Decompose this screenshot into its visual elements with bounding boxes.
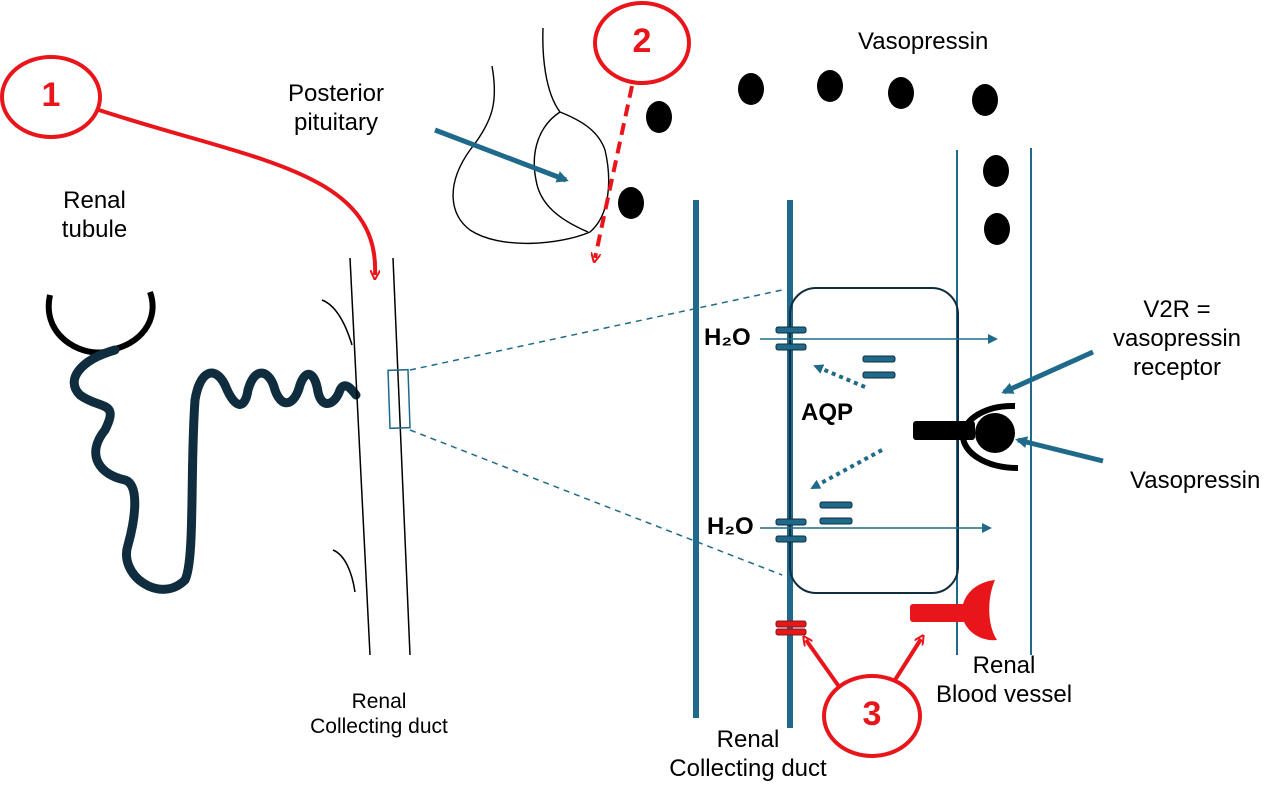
aqp-insertion-arrow-top — [813, 364, 866, 389]
vasopressin-pointer-arrow — [1015, 436, 1104, 464]
renal-collecting-duct-large-label: Renal Collecting duct — [650, 726, 846, 784]
renal-collecting-duct-large-line1: Renal — [716, 726, 780, 753]
marker-1-circle — [0, 55, 102, 139]
marker-2-circle — [593, 1, 691, 85]
renal-collecting-duct-small-line1: Renal — [351, 690, 407, 713]
marker-3-circle — [822, 674, 922, 758]
zoom-region-box — [387, 368, 411, 430]
renal-collecting-duct-large-line2: Collecting duct — [669, 754, 827, 782]
posterior-pituitary-label: Posterior pituitary — [286, 80, 386, 138]
renal-tubule-label: Renal tubule — [52, 187, 137, 245]
bowman-capsule — [45, 290, 156, 356]
mutant-receptor-cup — [962, 580, 997, 641]
small-collecting-duct — [321, 257, 411, 656]
h2o-bottom-label: H₂O — [707, 513, 754, 540]
principal-cell — [789, 287, 959, 594]
posterior-pituitary-line1: Posterior — [287, 80, 385, 107]
vasopressin-right-label: Vasopressin — [1130, 467, 1261, 494]
renal-blood-vessel-line1: Renal — [972, 652, 1036, 679]
aqp-insertion-arrow-bottom — [810, 448, 883, 490]
v2r-label: V2R = vasopressin receptor — [1096, 296, 1258, 382]
posterior-pituitary-line2: pituitary — [293, 108, 379, 136]
v2r-pointer-arrow — [1001, 349, 1095, 395]
renal-blood-vessel-label: Renal Blood vessel — [924, 652, 1084, 710]
marker-3-number: 3 — [862, 695, 882, 733]
mutant-receptor-stem — [910, 604, 966, 622]
v2r-line3: receptor — [1132, 353, 1222, 381]
zoom-line-top — [409, 289, 783, 371]
pituitary-pointer-arrow — [434, 127, 569, 183]
v2r-line1: V2R = — [1143, 296, 1211, 323]
vasopressin-bound — [975, 413, 1015, 453]
h2o-top-label: H₂O — [704, 324, 751, 351]
renal-tubule — [69, 345, 361, 594]
vasopressin-dots — [618, 70, 1010, 245]
marker-1-arrow — [98, 108, 375, 275]
marker-2-dashed-arrow — [595, 85, 634, 258]
marker-3-arrow-left — [806, 640, 842, 690]
v2r-receptor-stem — [913, 421, 975, 440]
marker-3-arrow-right — [893, 639, 921, 682]
v2r-line2: vasopressin — [1112, 324, 1242, 352]
aquaporin-vesicles — [819, 355, 896, 525]
large-collecting-duct-walls — [693, 200, 793, 728]
zoom-line-bottom — [409, 429, 783, 576]
renal-blood-vessel-line2: Blood vessel — [935, 680, 1073, 708]
renal-tubule-line2: tubule — [61, 215, 128, 243]
renal-tubule-line1: Renal — [63, 187, 126, 214]
vasopressin-top-label: Vasopressin — [858, 28, 989, 55]
pituitary-outline — [452, 27, 610, 245]
mutant-aquaporin — [775, 620, 807, 636]
marker-2-number: 2 — [632, 22, 652, 60]
v2r-receptor-cup — [959, 402, 1019, 471]
aqp-label: AQP — [801, 399, 854, 426]
renal-collecting-duct-small-line2: Collecting duct — [310, 715, 448, 739]
renal-collecting-duct-small-label: Renal Collecting duct — [294, 689, 464, 739]
aquaporin-channels — [775, 326, 807, 543]
marker-1-number: 1 — [41, 76, 61, 114]
